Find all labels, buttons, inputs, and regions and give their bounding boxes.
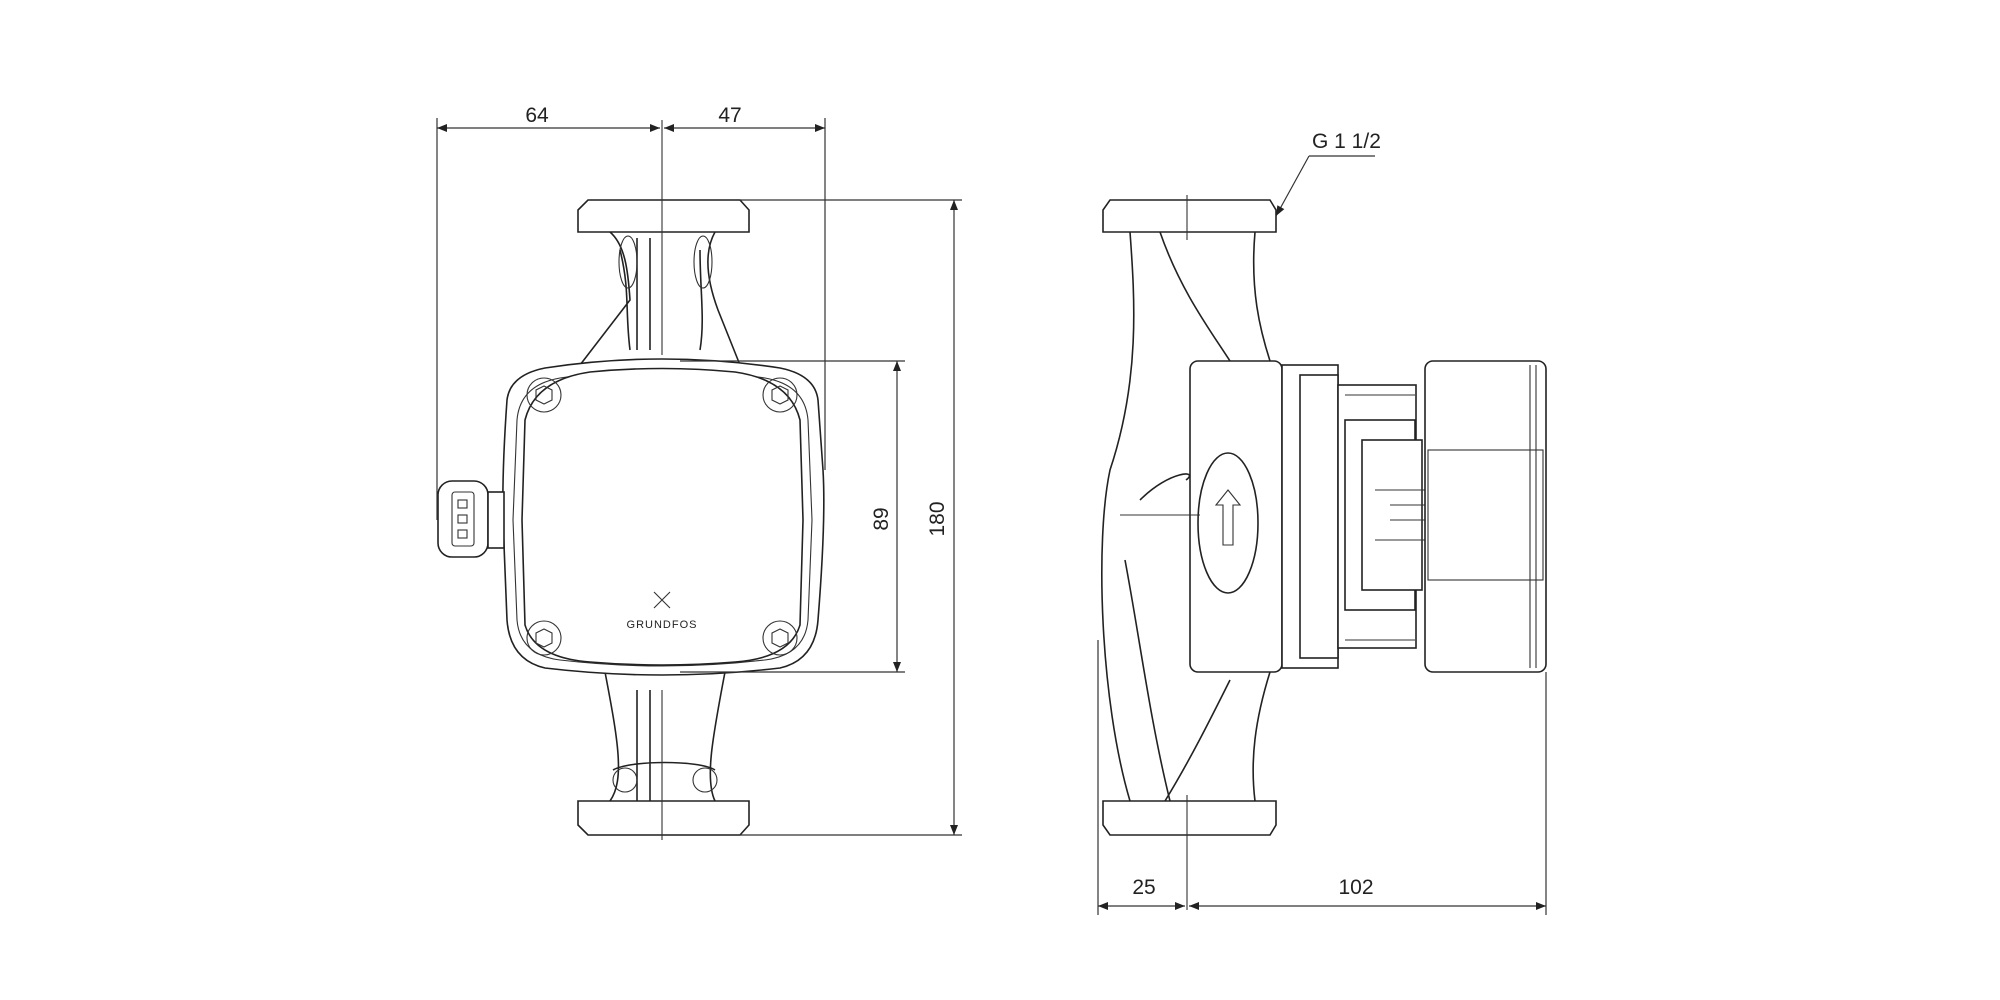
flow-arrow-badge xyxy=(1197,452,1259,594)
pipe-body-top xyxy=(579,231,741,366)
dim-label-64: 64 xyxy=(525,104,549,127)
display-panel xyxy=(521,367,804,666)
dim-label-89: 89 xyxy=(870,507,893,530)
pipe-body-bottom xyxy=(604,671,726,802)
top-flange xyxy=(577,199,750,233)
side-bottom-flange xyxy=(1102,800,1277,836)
svg-text:GRUNDFOS: GRUNDFOS xyxy=(627,619,698,631)
corner-screws xyxy=(526,377,798,656)
bottom-flange xyxy=(577,800,750,836)
side-top-flange xyxy=(1102,199,1277,233)
pump-housing xyxy=(1101,231,1271,802)
dim-label-25: 25 xyxy=(1132,876,1155,899)
dim-label-47: 47 xyxy=(718,104,741,127)
flow-direction-arrow-icon xyxy=(1214,489,1242,546)
dim-label-102: 102 xyxy=(1338,876,1373,899)
side-view: G 1 1/2 25 102 xyxy=(1097,130,1547,915)
power-connector xyxy=(437,480,505,558)
terminal-box xyxy=(1424,360,1547,673)
dim-label-180: 180 xyxy=(926,501,949,536)
dimension-lines-side xyxy=(1097,640,1547,915)
thread-size-label: G 1 1/2 xyxy=(1312,130,1381,153)
dimension-lines-front xyxy=(436,118,962,836)
front-view: GRUNDFOS 64 47 89 180 xyxy=(436,104,962,840)
grundfos-logo: GRUNDFOS xyxy=(627,591,698,631)
